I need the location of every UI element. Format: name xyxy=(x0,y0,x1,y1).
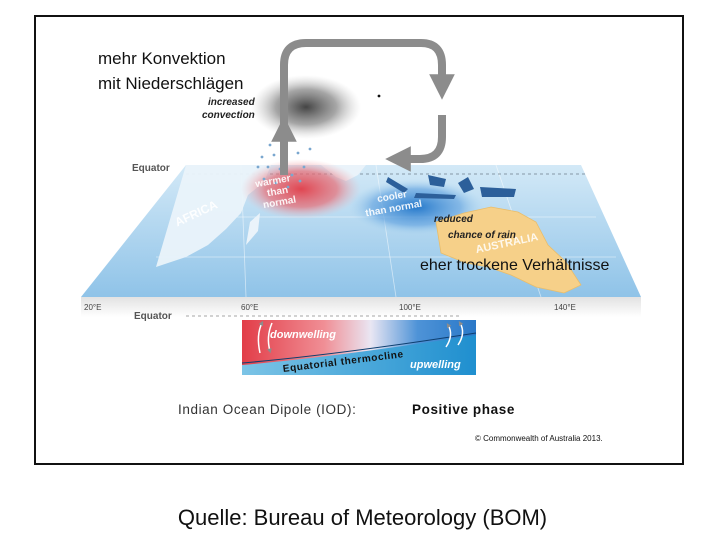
svg-text:cooler: cooler xyxy=(376,189,408,205)
longitude-labels: 20°E 60°E 100°E 140°E xyxy=(84,303,576,312)
diagram-title-phase: Positive phase xyxy=(412,402,515,417)
copyright: © Commonwealth of Australia 2013. xyxy=(475,434,603,443)
iod-diagram: 20°E 60°E 100°E 140°E Equator Equator AF… xyxy=(81,39,641,443)
svg-text:than: than xyxy=(266,185,289,199)
walker-circulation-return-arrow xyxy=(385,115,446,172)
equator-label-bottom: Equator xyxy=(134,311,172,322)
longitude-label: 20°E xyxy=(84,303,101,312)
rain-en-line2: chance of rain xyxy=(448,230,516,241)
convection-en-line2: convection xyxy=(202,110,255,121)
map-slab-side xyxy=(81,297,641,317)
convection-en-line1: increased xyxy=(208,97,256,108)
warm-anomaly xyxy=(241,159,361,219)
dry-de: eher trockene Verhältnisse xyxy=(420,257,610,274)
madagascar-landmass xyxy=(246,213,260,245)
source-caption: Quelle: Bureau of Meteorology (BOM) xyxy=(177,505,548,530)
convection-de-line2: mit Niederschlägen xyxy=(98,74,244,93)
diagram-title-prefix: Indian Ocean Dipole (IOD): xyxy=(178,402,356,417)
diagram-frame: 20°E 60°E 100°E 140°E Equator Equator AF… xyxy=(34,15,684,465)
ocean-cross-section: downwelling upwelling Equatorial thermoc… xyxy=(241,320,477,375)
longitude-label: 60°E xyxy=(241,303,258,312)
marker-dot xyxy=(377,94,381,98)
longitude-label: 140°E xyxy=(554,303,576,312)
convection-de-line1: mehr Konvektion xyxy=(98,49,226,68)
downwelling-label: downwelling xyxy=(270,329,336,341)
walker-circulation-arrow xyxy=(280,39,455,129)
longitude-label: 100°E xyxy=(399,303,421,312)
indonesia-islands xyxy=(386,175,516,199)
equator-label-top: Equator xyxy=(132,163,170,174)
rain-en-line1: reduced xyxy=(434,214,474,225)
upwelling-label: upwelling xyxy=(410,359,461,371)
convection-cloud xyxy=(251,75,361,139)
australia-landmass xyxy=(435,206,582,294)
